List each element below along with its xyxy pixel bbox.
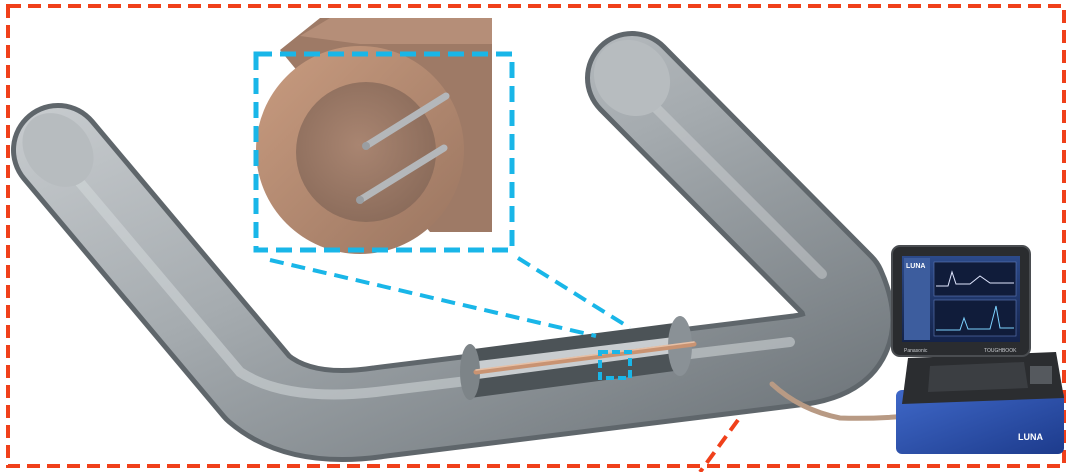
laptop-base-brand: LUNA xyxy=(1018,432,1043,442)
zoom-leader-right xyxy=(516,256,632,330)
cross-section-tube-top xyxy=(300,18,492,44)
laptop-keyboard xyxy=(928,362,1028,392)
u-pipe xyxy=(11,31,896,462)
cross-section-fiber-end-2 xyxy=(356,196,364,204)
screen-trace-top xyxy=(936,270,1014,287)
screen-plot-bottom xyxy=(933,299,1017,337)
outer-dashed-frame xyxy=(6,4,1066,468)
zoom-leader-left xyxy=(269,258,597,338)
cross-section-bore xyxy=(296,82,436,222)
zoom-inset-box xyxy=(253,51,515,253)
screen-brand: LUNA xyxy=(906,263,925,270)
bezel-model: TOUGHBOOK xyxy=(984,348,1017,354)
pipe-body xyxy=(16,36,891,457)
zoom-marker-box xyxy=(598,350,632,380)
cross-section-fiber-2 xyxy=(356,144,448,204)
fiber-strand xyxy=(473,341,697,375)
cutaway-left-rim xyxy=(460,344,480,400)
laptop-base-unit xyxy=(896,390,1064,454)
screen-sidebar xyxy=(904,258,930,340)
pipe-end-right xyxy=(593,39,671,117)
cross-section-fiber-end-1 xyxy=(362,142,370,150)
interrogator-laptop: LUNA LUNA Panasonic TOUGHBOOK xyxy=(891,245,1064,454)
cross-section-fiber-1 xyxy=(362,92,450,150)
pipe-cutaway xyxy=(460,316,697,400)
screen-plot-top xyxy=(933,261,1017,297)
laptop-touchpad xyxy=(1030,366,1052,384)
pipe-end-left xyxy=(22,113,94,187)
screen-trace-bottom xyxy=(936,305,1014,331)
cross-section-callout xyxy=(256,18,492,254)
fiber-strand-shine xyxy=(475,341,695,371)
pipe-highlight xyxy=(39,135,795,400)
bezel-brand: Panasonic xyxy=(904,348,928,354)
frame-leader-line xyxy=(698,418,740,472)
